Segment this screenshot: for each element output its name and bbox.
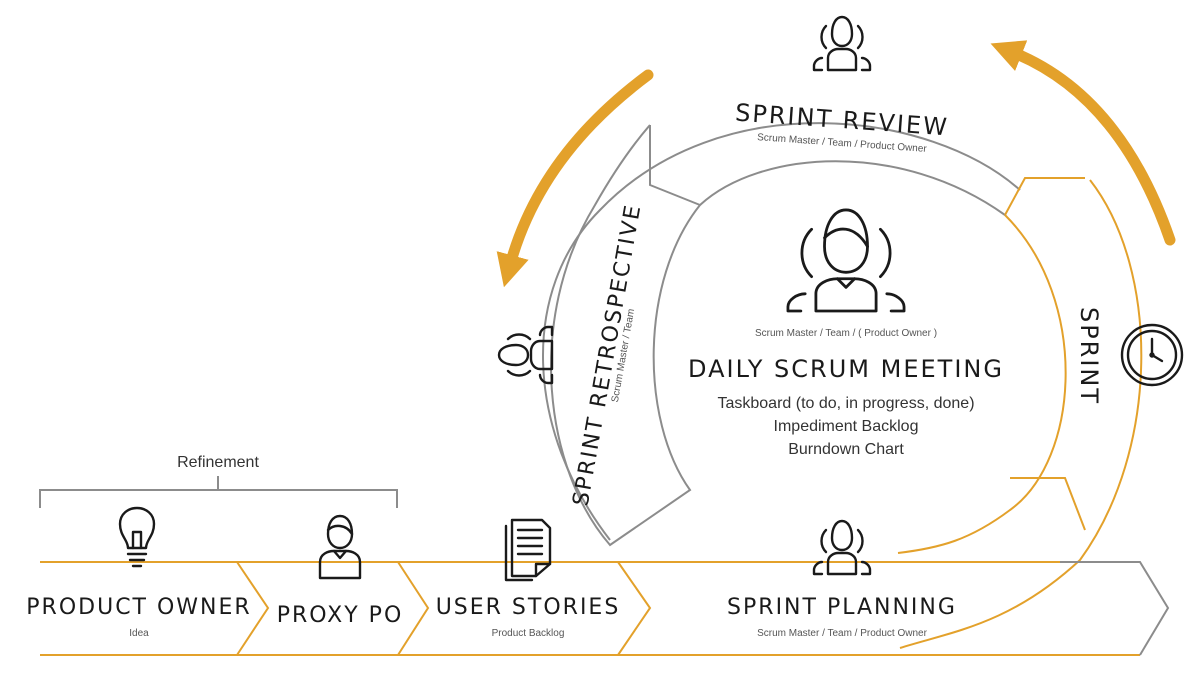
daily-scrum-item: Burndown Chart <box>788 441 904 458</box>
product-owner-subtitle: Idea <box>129 628 149 639</box>
daily-scrum-title: DAILY SCRUM MEETING <box>688 355 1004 383</box>
daily-scrum-roles: Scrum Master / Team / ( Product Owner ) <box>755 328 937 339</box>
proxy-po-title: PROXY PO <box>277 603 404 628</box>
sprint-retrospective-title: SPRINT RETROSPECTIVE <box>569 202 647 508</box>
sprint-band-bottom-separator <box>1010 477 1086 531</box>
sprint-planning-subtitle: Scrum Master / Team / Product Owner <box>757 628 928 639</box>
daily-scrum-item: Taskboard (to do, in progress, done) <box>717 395 974 412</box>
inner-circle-orange-arc <box>897 214 1067 554</box>
sprint-band-top-separator <box>1004 177 1085 216</box>
document-icon <box>504 518 552 582</box>
inner-circle-gray-arc <box>699 160 1006 216</box>
outer-cycle-gray-arc <box>542 122 1021 541</box>
outer-cycle-orange-arc <box>899 179 1143 649</box>
user-stories-subtitle: Product Backlog <box>492 628 565 639</box>
chevron-1 <box>236 561 270 656</box>
flow-arrow-top-left <box>496 69 654 288</box>
user-stories-title: USER STORIES <box>436 595 621 620</box>
team-icon-daily-scrum <box>786 208 906 313</box>
clock-icon <box>1120 323 1184 387</box>
daily-scrum-item: Impediment Backlog <box>774 418 919 435</box>
refinement-label: Refinement <box>177 454 259 471</box>
pipeline-gray-arrow-tip <box>1060 561 1170 656</box>
team-icon-sprint-retrospective <box>497 325 554 385</box>
sprint-title: SPRINT <box>1075 307 1103 405</box>
team-icon-sprint-planning <box>812 519 872 576</box>
product-owner-title: PRODUCT OWNER <box>26 595 251 620</box>
team-icon-sprint-review <box>812 15 872 72</box>
chevron-3 <box>617 561 652 656</box>
flow-arrow-top-right <box>990 40 1176 246</box>
sprint-planning-title: SPRINT PLANNING <box>727 595 957 620</box>
chevron-2 <box>397 561 430 656</box>
retrospective-band <box>550 124 702 547</box>
lightbulb-icon <box>118 506 156 568</box>
person-icon <box>318 514 362 580</box>
refinement-bracket <box>39 476 398 508</box>
